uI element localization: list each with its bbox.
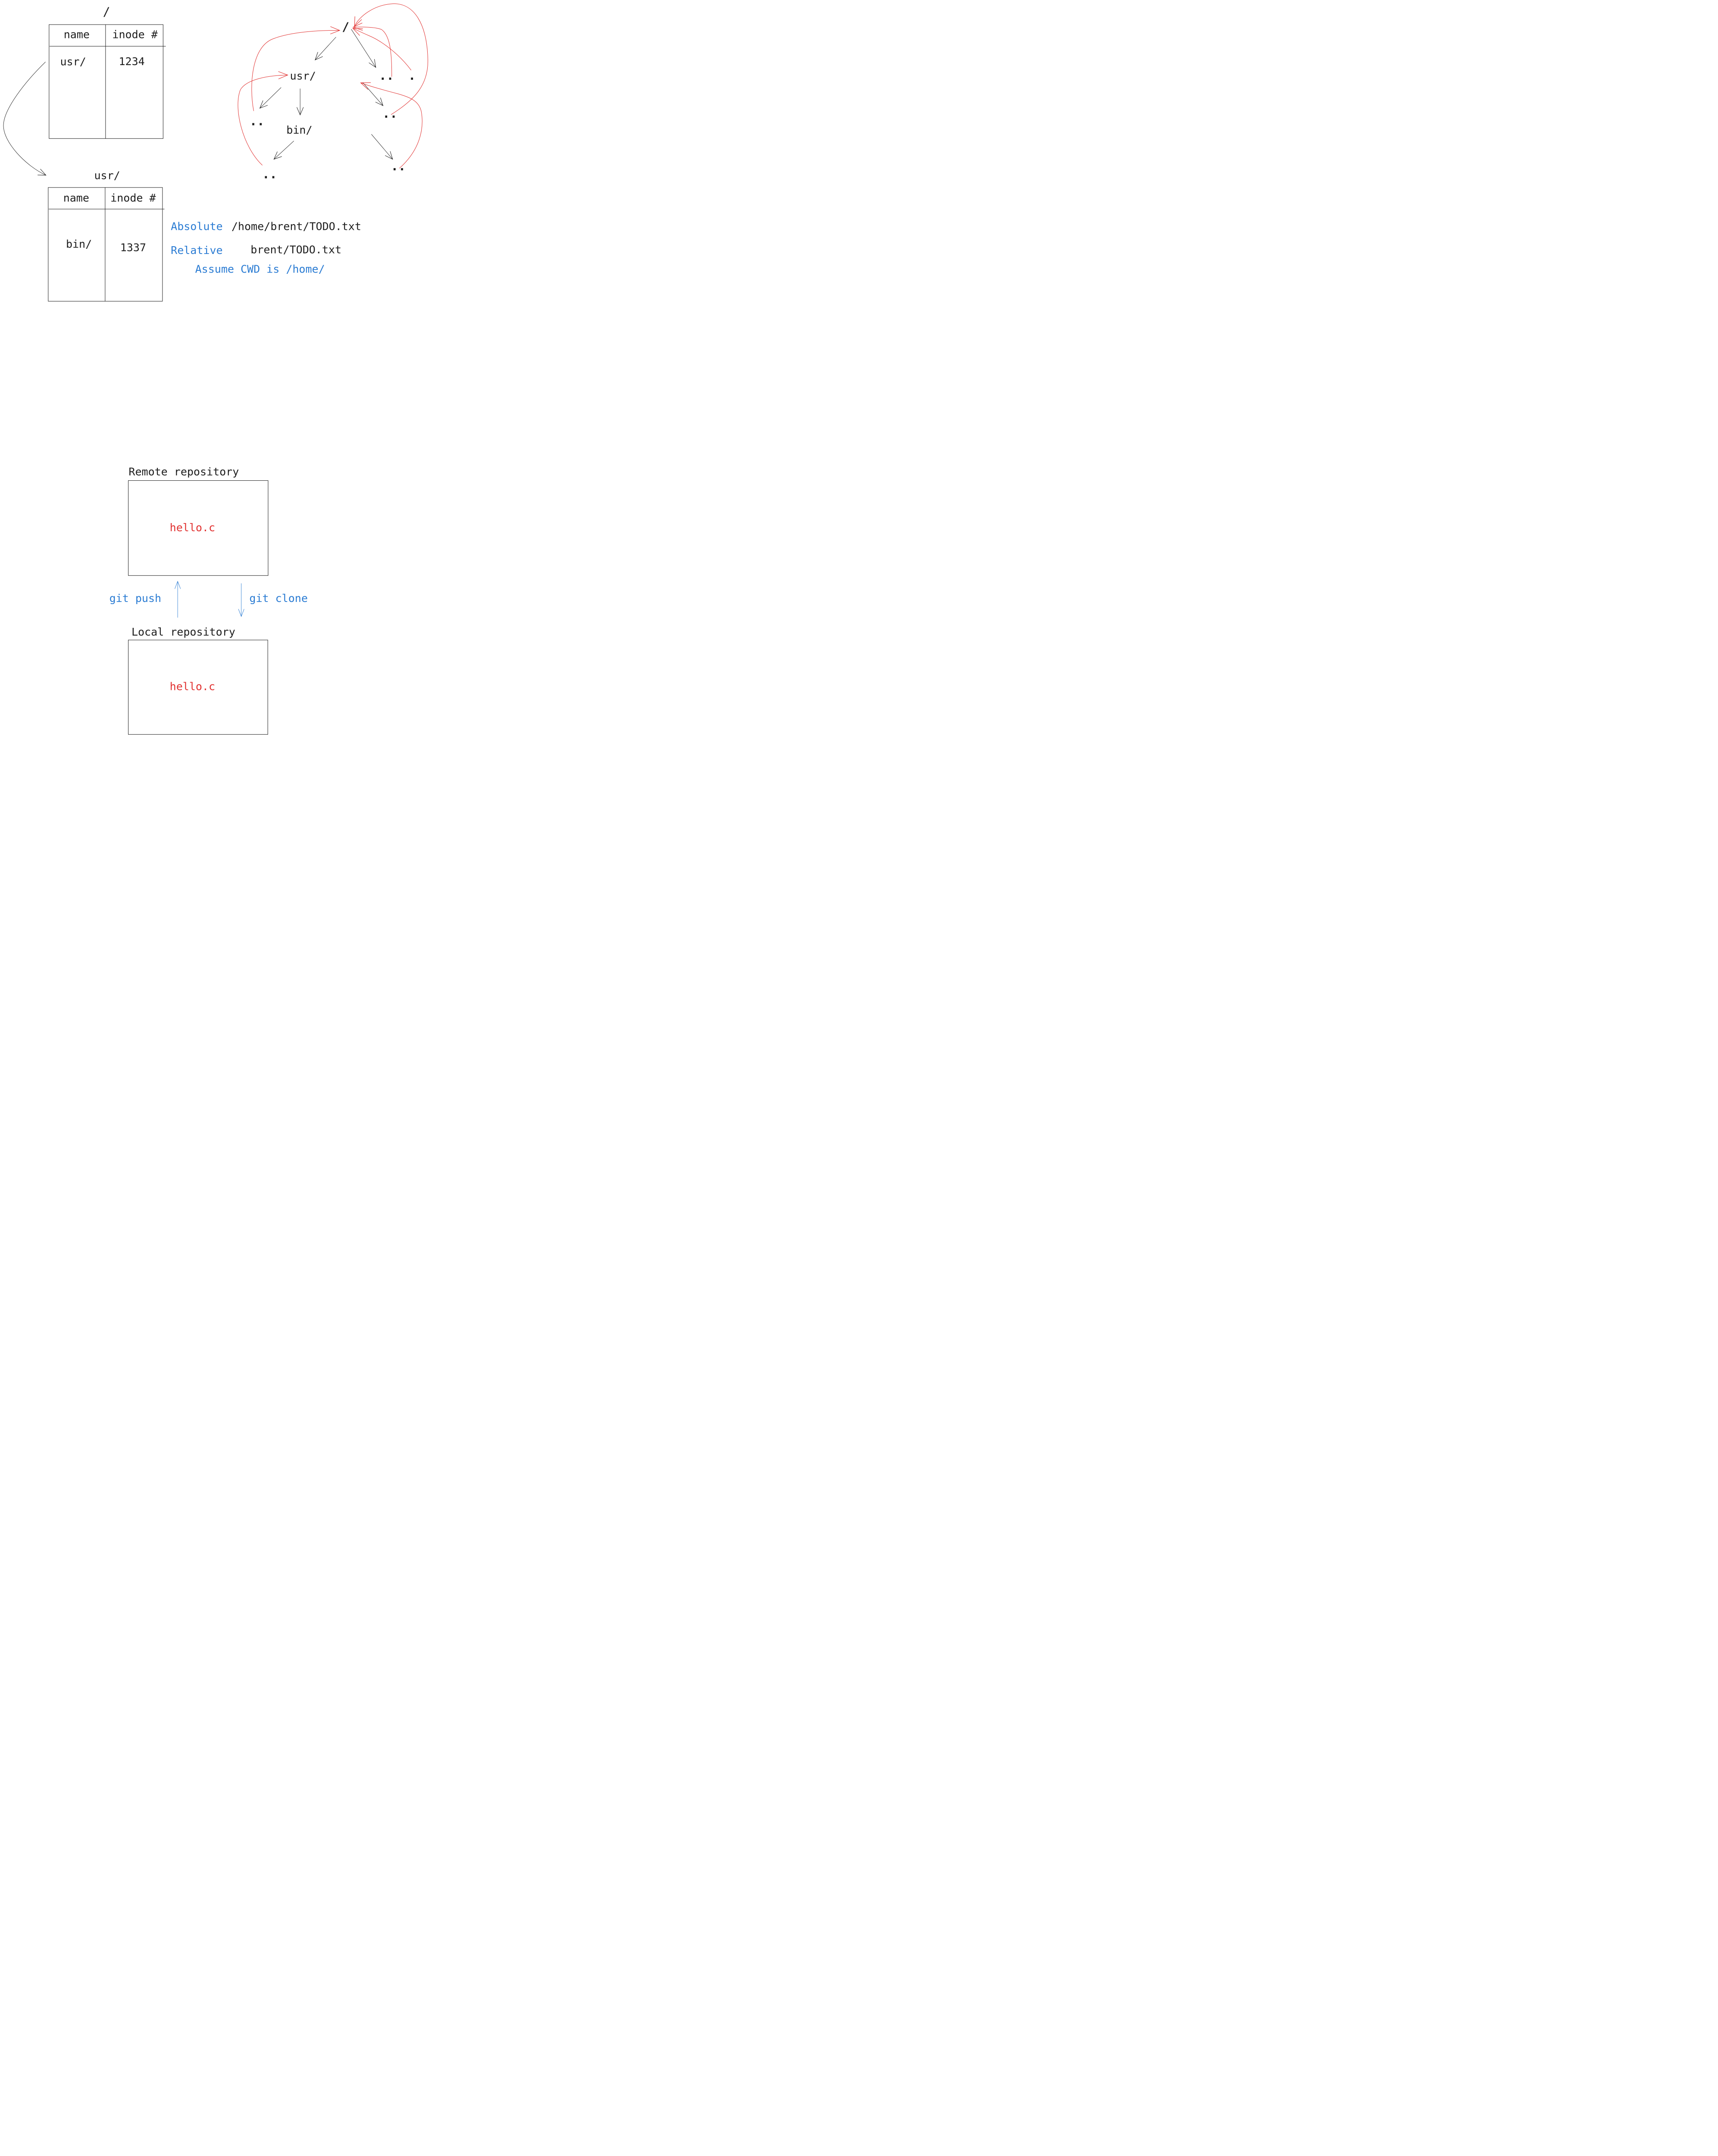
root-table-header-inode: inode # bbox=[112, 28, 157, 41]
diagram-svg: / name inode # usr/ 1234 usr/ name inode… bbox=[3, 3, 428, 735]
tree-redlink-bin-dotdot-to-usr bbox=[238, 71, 288, 166]
remote-repo-file: hello.c bbox=[170, 521, 215, 534]
local-repo-file: hello.c bbox=[170, 680, 215, 693]
absolute-path-value: /home/brent/TODO.txt bbox=[232, 220, 361, 233]
git-clone-label: git clone bbox=[249, 592, 307, 605]
whiteboard-canvas: / name inode # usr/ 1234 usr/ name inode… bbox=[0, 0, 430, 737]
tree-dotdot-rightdir-entry: .. bbox=[382, 106, 397, 121]
directory-tree: / usr/ bin/ .. . .. .. .. .. bbox=[238, 3, 428, 181]
usr-table-header-name: name bbox=[63, 191, 89, 204]
cwd-assumption-note: Assume CWD is /home/ bbox=[195, 263, 325, 275]
tree-redlink-usr-dotdot-to-root bbox=[251, 26, 341, 111]
git-diagram: Remote repository hello.c git push git c… bbox=[110, 465, 308, 735]
root-table-header-name: name bbox=[64, 28, 90, 41]
usr-table-header-inode: inode # bbox=[110, 191, 156, 204]
tree-arrow-rightchild-to-grandchild bbox=[371, 134, 393, 160]
root-table-border bbox=[49, 24, 163, 139]
root-table-cell-inode: 1234 bbox=[119, 55, 144, 68]
relative-label: Relative bbox=[171, 244, 222, 257]
usr-table-cell-name: bin/ bbox=[66, 238, 92, 250]
tree-node-root: / bbox=[342, 19, 349, 34]
usr-inode-table: usr/ name inode # bin/ 1337 bbox=[48, 169, 165, 302]
relative-path-value: brent/TODO.txt bbox=[250, 243, 341, 256]
remote-repo-title: Remote repository bbox=[128, 465, 239, 478]
tree-arrow-bin-to-dotdot bbox=[273, 141, 294, 160]
tree-dotdot-rightgrandchild-entry: .. bbox=[391, 159, 406, 173]
root-table-cell-name: usr/ bbox=[60, 55, 86, 68]
tree-redlink-dot-to-root bbox=[352, 28, 411, 71]
inode-lookup-arrow bbox=[3, 62, 47, 175]
tree-redlink-rightdir-dotdot-to-root bbox=[354, 3, 428, 115]
tree-dotdot-usr-entry: .. bbox=[250, 114, 265, 128]
local-repo-box bbox=[128, 639, 268, 735]
remote-repo-box bbox=[128, 480, 269, 576]
tree-arrow-rightdir-to-child bbox=[362, 82, 384, 106]
local-repo-title: Local repository bbox=[131, 626, 235, 638]
root-table-title: / bbox=[103, 4, 110, 19]
usr-table-title: usr/ bbox=[94, 169, 120, 182]
tree-arrow-root-to-rightdir bbox=[351, 29, 376, 68]
usr-table-cell-inode: 1337 bbox=[120, 241, 146, 254]
tree-node-bin: bin/ bbox=[286, 124, 312, 136]
absolute-label: Absolute bbox=[171, 220, 222, 233]
tree-node-usr: usr/ bbox=[290, 69, 316, 82]
tree-redlink-grandchild-dotdot-to-parent bbox=[360, 82, 422, 169]
tree-arrow-usr-to-dotdot bbox=[259, 87, 282, 109]
tree-dotdot-bin-entry: .. bbox=[262, 166, 277, 181]
tree-dot-root-entry: . bbox=[408, 68, 416, 83]
root-inode-table: / name inode # usr/ 1234 bbox=[49, 4, 166, 139]
git-push-label: git push bbox=[110, 592, 161, 605]
tree-redlink-rootdotdot-to-root bbox=[352, 22, 392, 77]
tree-dotdot-root-entry: .. bbox=[379, 68, 394, 83]
path-types-note: Absolute /home/brent/TODO.txt Relative b… bbox=[171, 220, 361, 276]
tree-arrow-root-to-usr bbox=[315, 37, 336, 60]
